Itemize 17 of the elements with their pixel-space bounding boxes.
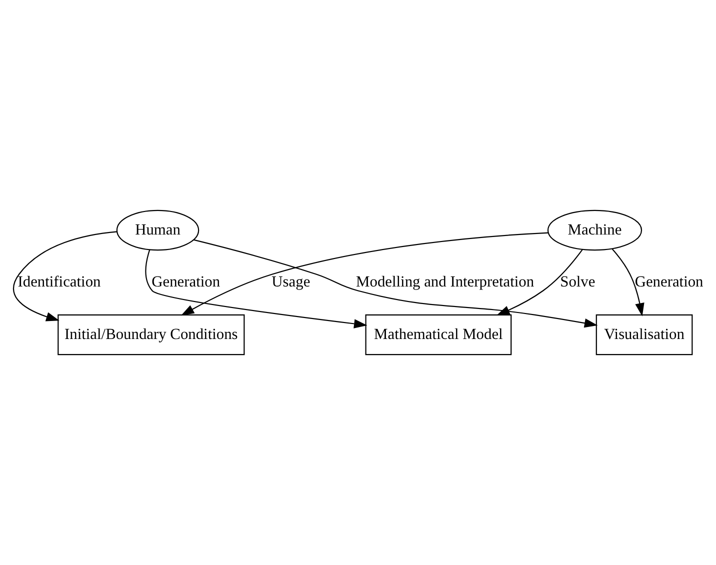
edge-label: Modelling and Interpretation [356, 274, 534, 291]
edge-label: Generation [152, 274, 220, 291]
edge-label: Usage [272, 274, 310, 291]
arrow [180, 232, 548, 316]
edge-label: Generation [634, 274, 704, 291]
node-ellipse: Machine [547, 210, 642, 251]
node-box: Visualisation [596, 314, 693, 356]
arrow [194, 239, 598, 328]
node-box: Mathematical Model [365, 314, 512, 356]
edge-label: Identification [18, 274, 101, 291]
edge-label: Solve [560, 274, 596, 291]
arrow [12, 231, 118, 322]
node-ellipse: Human [116, 210, 200, 251]
node-box: Initial/Boundary Conditions [58, 314, 245, 356]
arrow [145, 250, 368, 328]
arrow [612, 248, 644, 316]
arrow [496, 249, 583, 316]
